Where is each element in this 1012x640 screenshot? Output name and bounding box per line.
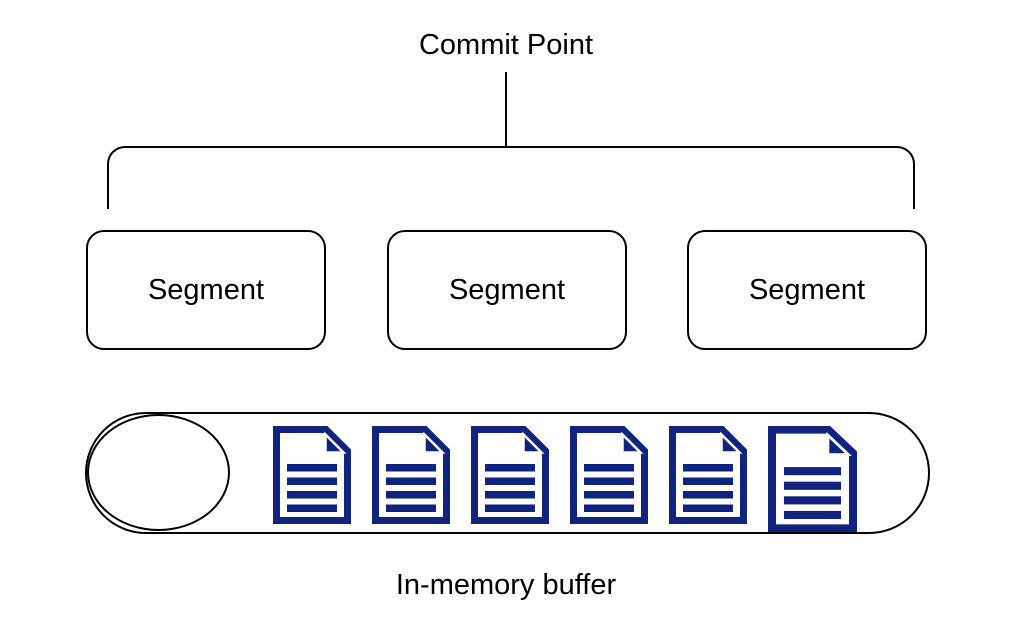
document-icon: [570, 426, 648, 524]
segment-label-2: Segment: [448, 273, 566, 306]
document-list: [273, 426, 857, 532]
connector-line: [505, 72, 507, 148]
segment-label-3: Segment: [748, 273, 866, 306]
segment-box-3: Segment: [687, 230, 927, 350]
segment-label-1: Segment: [147, 273, 265, 306]
buffer-open-end-ellipse: [87, 414, 230, 531]
segment-box-2: Segment: [387, 230, 627, 350]
in-memory-buffer-container: [85, 412, 930, 534]
segment-box-1: Segment: [86, 230, 326, 350]
document-icon: [669, 426, 747, 524]
document-icon: [471, 426, 549, 524]
document-icon: [768, 426, 857, 532]
document-icon: [372, 426, 450, 524]
bracket-connector: [107, 146, 915, 209]
buffer-label: In-memory buffer: [395, 569, 617, 601]
commit-point-label: Commit Point: [418, 29, 594, 61]
document-icon: [273, 426, 351, 524]
